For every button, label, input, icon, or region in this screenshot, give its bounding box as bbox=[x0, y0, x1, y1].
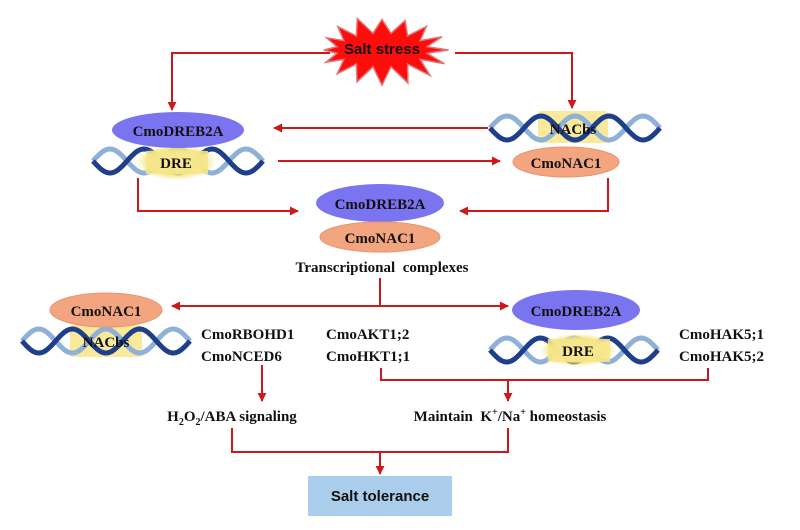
salt-tolerance-node: Salt tolerance bbox=[308, 476, 452, 516]
complex-dreb-label: CmoDREB2A bbox=[335, 197, 426, 213]
complex-group: CmoDREB2A CmoNAC1 Transcriptional comple… bbox=[295, 184, 469, 276]
complex-nac-ellipse bbox=[319, 221, 441, 253]
complex-nac-label: CmoNAC1 bbox=[345, 231, 416, 247]
right-group: DRE CmoDREB2A bbox=[488, 290, 660, 367]
gene-rbohd1: CmoRBOHD1 bbox=[201, 327, 294, 343]
gene-nced6: CmoNCED6 bbox=[201, 349, 282, 365]
signaling-label: H2O2/ABA signaling bbox=[167, 409, 297, 428]
dre-label: DRE bbox=[160, 156, 192, 172]
arrow-left-to-complex bbox=[137, 178, 299, 216]
tolerance-box bbox=[308, 476, 452, 516]
arrow-merge-line bbox=[231, 428, 509, 453]
complex-dreb-ellipse bbox=[316, 184, 444, 222]
arrows bbox=[137, 52, 709, 475]
left-nacbs-label: NACbs bbox=[83, 335, 130, 351]
salt-stress-node: Salt stress bbox=[323, 16, 449, 88]
left-nacbs-box bbox=[70, 325, 142, 357]
outcome-labels: H2O2/ABA signaling Maintain K+/Na+ homeo… bbox=[167, 407, 606, 428]
right-dreb2a-ellipse bbox=[512, 290, 640, 330]
arrow-right-to-complex bbox=[459, 178, 609, 216]
nacbs-label: NACbs bbox=[550, 122, 597, 138]
tolerance-label: Salt tolerance bbox=[331, 488, 429, 505]
dna-helix bbox=[488, 113, 662, 143]
salt-stress-label: Salt stress bbox=[344, 41, 420, 58]
top-left-group: DRE CmoDREB2A bbox=[91, 112, 265, 180]
gene-hak5-1: CmoHAK5;1 bbox=[679, 327, 764, 343]
dna-strand-light bbox=[20, 326, 192, 356]
gene-akt1-2: CmoAKT1;2 bbox=[326, 327, 409, 343]
right-dre-box bbox=[548, 339, 610, 362]
dreb2a-label: CmoDREB2A bbox=[133, 124, 224, 140]
gene-hak5-2: CmoHAK5;2 bbox=[679, 349, 764, 365]
right-dreb2a-label: CmoDREB2A bbox=[531, 304, 622, 320]
arrow-stress-to-right bbox=[455, 52, 577, 109]
dna-helix bbox=[20, 326, 192, 356]
dre-box bbox=[146, 151, 208, 174]
nac1-label: CmoNAC1 bbox=[531, 156, 602, 172]
nacbs-box bbox=[538, 111, 608, 143]
left-nac1-ellipse bbox=[49, 292, 163, 328]
homeostasis-label: Maintain K+/Na+ homeostasis bbox=[414, 407, 607, 425]
right-dre-label: DRE bbox=[562, 344, 594, 360]
gene-labels: CmoRBOHD1 CmoNCED6 CmoAKT1;2 CmoHKT1;1 C… bbox=[201, 327, 764, 365]
dna-strand-dark bbox=[20, 326, 192, 356]
burst-shape bbox=[323, 16, 449, 88]
gene-hkt1-1: CmoHKT1;1 bbox=[326, 349, 410, 365]
complex-caption: Transcriptional complexes bbox=[295, 260, 468, 276]
dna-strand-dark bbox=[488, 113, 662, 143]
top-right-group: NACbs CmoNAC1 bbox=[488, 111, 662, 178]
left-group: NACbs CmoNAC1 bbox=[20, 292, 192, 357]
dreb2a-ellipse bbox=[112, 112, 244, 148]
left-nac1-label: CmoNAC1 bbox=[71, 304, 142, 320]
dna-strand-light bbox=[488, 113, 662, 143]
nac1-ellipse bbox=[512, 146, 620, 178]
arrow-stress-to-left bbox=[167, 52, 330, 111]
arrow-mid-genes-line bbox=[380, 368, 709, 381]
